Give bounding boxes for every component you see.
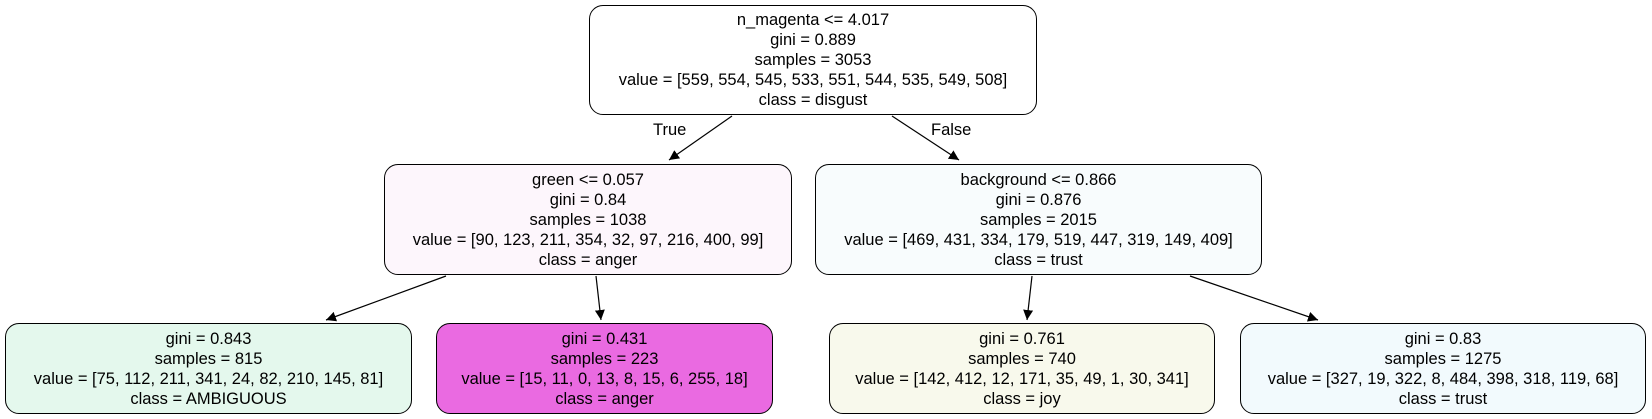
tree-leaf-right-left: gini = 0.761 samples = 740 value = [142,… — [829, 323, 1215, 414]
edge-root-left — [668, 115, 733, 161]
value-array: value = [559, 554, 545, 533, 551, 544, 5… — [618, 71, 1008, 89]
samples-count: samples = 740 — [968, 349, 1076, 368]
samples-count: samples = 1038 — [529, 210, 647, 229]
value-array: value = [327, 19, 322, 8, 484, 398, 318,… — [1267, 369, 1619, 388]
samples-count: samples = 3053 — [754, 51, 872, 69]
tree-node-right: background <= 0.866 gini = 0.876 samples… — [815, 164, 1262, 275]
class-label: class = trust — [1398, 389, 1488, 408]
edge-left-leftright — [594, 275, 605, 321]
value-array: value = [90, 123, 211, 354, 32, 97, 216,… — [412, 230, 764, 249]
split-condition: background <= 0.866 — [960, 170, 1117, 189]
value-array: value = [142, 412, 12, 171, 35, 49, 1, 3… — [855, 369, 1189, 388]
tree-node-root: n_magenta <= 4.017 gini = 0.889 samples … — [589, 5, 1037, 115]
samples-count: samples = 223 — [550, 349, 659, 368]
gini-value: gini = 0.843 — [165, 329, 252, 348]
split-condition: n_magenta <= 4.017 — [736, 11, 890, 29]
edge-right-rightright — [1189, 275, 1319, 322]
value-array: value = [75, 112, 211, 341, 24, 82, 210,… — [33, 369, 384, 388]
tree-node-left: green <= 0.057 gini = 0.84 samples = 103… — [384, 164, 792, 275]
gini-value: gini = 0.84 — [549, 190, 627, 209]
class-label: class = disgust — [758, 91, 868, 109]
tree-leaf-right-right: gini = 0.83 samples = 1275 value = [327,… — [1240, 323, 1646, 414]
class-label: class = anger — [538, 250, 638, 269]
samples-count: samples = 1275 — [1384, 349, 1502, 368]
gini-value: gini = 0.431 — [561, 329, 648, 348]
gini-value: gini = 0.761 — [979, 329, 1065, 348]
samples-count: samples = 815 — [154, 349, 263, 368]
class-label: class = trust — [994, 250, 1083, 269]
tree-leaf-left-left: gini = 0.843 samples = 815 value = [75, … — [5, 323, 412, 414]
gini-value: gini = 0.83 — [1404, 329, 1482, 348]
samples-count: samples = 2015 — [980, 210, 1097, 229]
class-label: class = joy — [983, 389, 1061, 408]
class-label: class = AMBIGUOUS — [130, 389, 287, 408]
value-array: value = [15, 11, 0, 13, 8, 15, 6, 255, 1… — [461, 369, 748, 388]
edge-left-leftleft — [325, 275, 447, 322]
gini-value: gini = 0.889 — [770, 31, 856, 49]
edge-right-rightleft — [1023, 275, 1034, 321]
edge-root-right — [891, 115, 960, 161]
edge-label-false: False — [931, 121, 972, 139]
value-array: value = [469, 431, 334, 179, 519, 447, 3… — [844, 230, 1233, 249]
gini-value: gini = 0.876 — [995, 190, 1082, 209]
split-condition: green <= 0.057 — [532, 170, 644, 189]
class-label: class = anger — [555, 389, 654, 408]
tree-leaf-left-right: gini = 0.431 samples = 223 value = [15, … — [436, 323, 773, 414]
edge-label-true: True — [653, 121, 687, 139]
